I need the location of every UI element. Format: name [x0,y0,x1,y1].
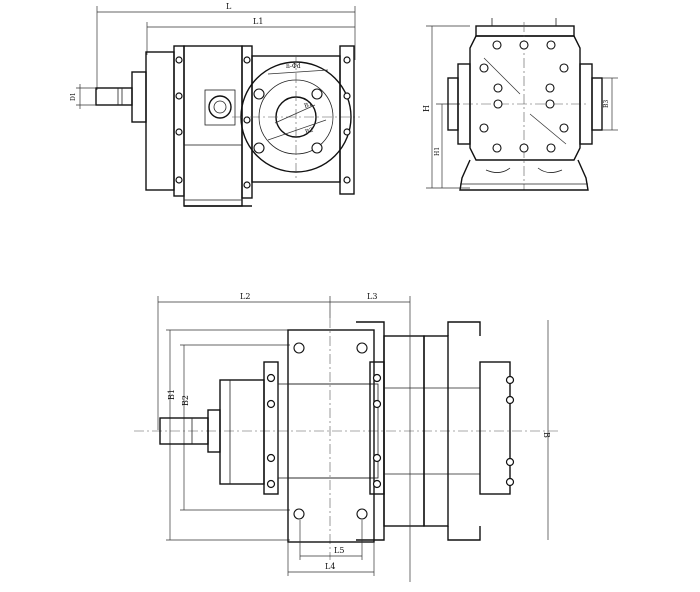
plan-view: L2 L3 B1 B2 B [134,292,560,582]
dim-label-H: H [422,105,431,112]
dim-label-plan-B: B [542,432,551,438]
dim-label-L1: L1 [253,17,263,26]
dim-label-plan-B2: B2 [181,395,190,406]
dim-label-H1: H1 [434,147,441,156]
dim-label-n-phi-d: n-Φd [286,63,301,70]
dim-label-B1: B1 [303,100,313,109]
dim-label-D1: D1 [70,92,77,101]
dim-label-L5: L5 [334,546,344,555]
dim-label-L4: L4 [325,562,335,571]
dim-label-B2: B2 [304,126,314,135]
dim-label-L2: L2 [240,292,250,301]
dim-label-plan-B1: B1 [167,389,176,400]
front-view: L L1 D1 [70,2,360,207]
side-view: H H1 B [422,18,618,191]
dim-label-L: L [226,2,232,11]
dim-label-B3: B3 [603,100,610,108]
dim-label-L3: L3 [367,292,377,301]
